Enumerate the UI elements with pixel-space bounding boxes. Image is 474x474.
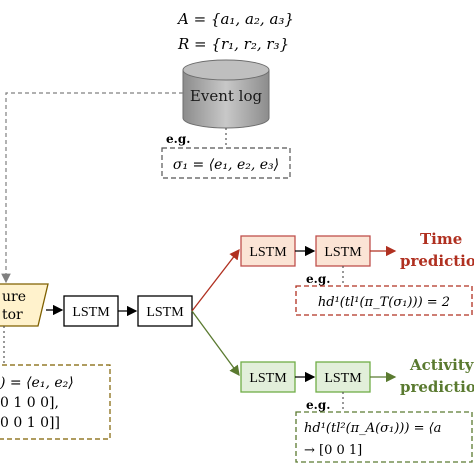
time-lstm-2-label: LSTM bbox=[324, 245, 362, 260]
event-log-label: Event log bbox=[190, 87, 263, 105]
feature-example-box bbox=[0, 364, 111, 440]
activity-example-formula: hd¹(tl²(π_A(σ₁))) = ⟨a bbox=[304, 421, 441, 436]
activity-eg-label: e.g. bbox=[306, 398, 330, 412]
time-prediction-title-2: prediction bbox=[400, 252, 474, 270]
event-log-database-icon bbox=[182, 59, 270, 129]
time-prediction-title-1: Time bbox=[420, 230, 462, 248]
log-to-feature-arrow bbox=[1, 92, 183, 284]
feature-extractor-label-top: ure bbox=[2, 289, 26, 305]
time-lstm-1 bbox=[240, 235, 296, 267]
activity-example-box bbox=[295, 411, 473, 463]
shared-lstm-1 bbox=[63, 295, 119, 327]
time-lstm-2 bbox=[315, 235, 371, 267]
activity-set-label: A = {a₁, a₂, a₃} bbox=[176, 10, 294, 28]
event-log-eg-label: e.g. bbox=[166, 132, 190, 146]
shared-lstm-1-label: LSTM bbox=[72, 305, 110, 320]
shared-lstm-2 bbox=[137, 295, 193, 327]
trace-example-text: σ₁ = ⟨e₁, e₂, e₃⟩ bbox=[173, 157, 279, 173]
trace-example-box bbox=[161, 147, 291, 179]
activity-lstm-2-label: LSTM bbox=[324, 371, 362, 386]
shared-lstm-2-label: LSTM bbox=[146, 305, 184, 320]
activity-lstm-1-label: LSTM bbox=[249, 371, 287, 386]
branch-to-time-arrow bbox=[191, 248, 240, 312]
feature-matrix-row-2: 0 0 1 0]] bbox=[0, 415, 60, 431]
feature-example-prefix: ) = ⟨e₁, e₂⟩ bbox=[0, 375, 74, 391]
time-lstm-1-label: LSTM bbox=[249, 245, 287, 260]
branch-to-activity-arrow bbox=[191, 310, 240, 377]
activity-lstm-1 bbox=[240, 361, 296, 393]
activity-prediction-title-1: Activity bbox=[409, 356, 474, 374]
time-example-box bbox=[295, 285, 473, 316]
time-example-formula: hd¹(tl¹(π_T(σ₁))) = 2 bbox=[318, 295, 450, 310]
feature-extractor-label-bottom: tor bbox=[2, 307, 23, 323]
time-eg-label: e.g. bbox=[306, 272, 330, 286]
activity-prediction-title-2: prediction bbox=[400, 378, 474, 396]
resource-set-label: R = {r₁, r₂, r₃} bbox=[177, 35, 289, 53]
feature-extractor-shape bbox=[0, 283, 49, 327]
activity-example-vector: → [0 0 1] bbox=[304, 443, 362, 458]
feature-matrix-row-1: 0 1 0 0], bbox=[0, 395, 59, 411]
